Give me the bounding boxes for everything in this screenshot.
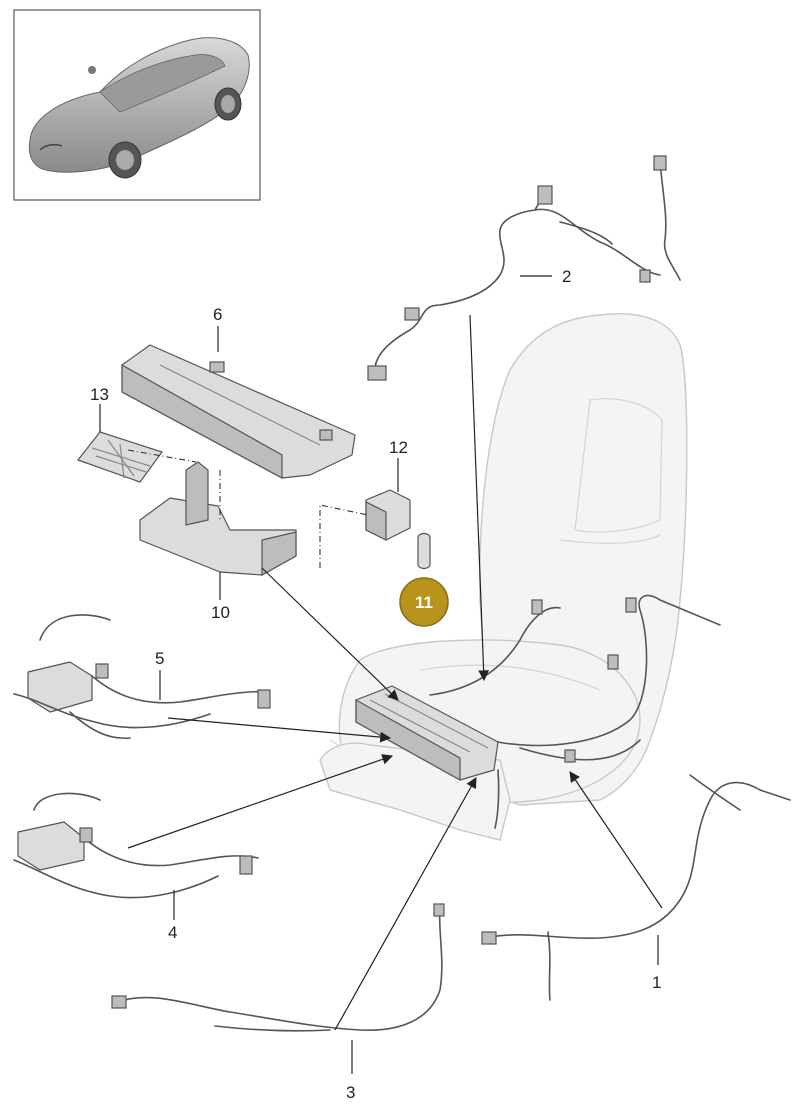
harness-5 (13, 614, 271, 740)
highlight-badge-11[interactable]: 11 (399, 577, 449, 627)
harness-1 (481, 774, 791, 1001)
callout-6: 6 (213, 305, 222, 324)
callout-4: 4 (168, 923, 177, 942)
callout-10: 10 (211, 603, 230, 622)
callout-2: 2 (562, 267, 571, 286)
harness-3 (111, 903, 445, 1032)
seat-outline (319, 313, 688, 841)
seat-module (355, 685, 499, 782)
badge-circle (399, 577, 449, 627)
harness-2 (367, 155, 681, 381)
part-11-clip (417, 532, 431, 570)
assembly-lines (127, 449, 369, 568)
part-10-bracket (139, 461, 297, 577)
callout-1: 1 (652, 973, 661, 992)
part-6-plate (121, 344, 356, 480)
harness-4 (13, 792, 259, 899)
seat-harness (429, 594, 721, 829)
part-13-module (77, 431, 163, 483)
callout-5: 5 (155, 649, 164, 668)
leaders (99, 275, 663, 1074)
callout-13: 13 (90, 385, 109, 404)
callout-12: 12 (389, 438, 408, 457)
vehicle-thumbnail (13, 9, 261, 201)
callout-3: 3 (346, 1083, 355, 1102)
car-illustration (28, 37, 250, 179)
part-12-switch (365, 489, 411, 541)
badge-label: 11 (415, 593, 433, 612)
